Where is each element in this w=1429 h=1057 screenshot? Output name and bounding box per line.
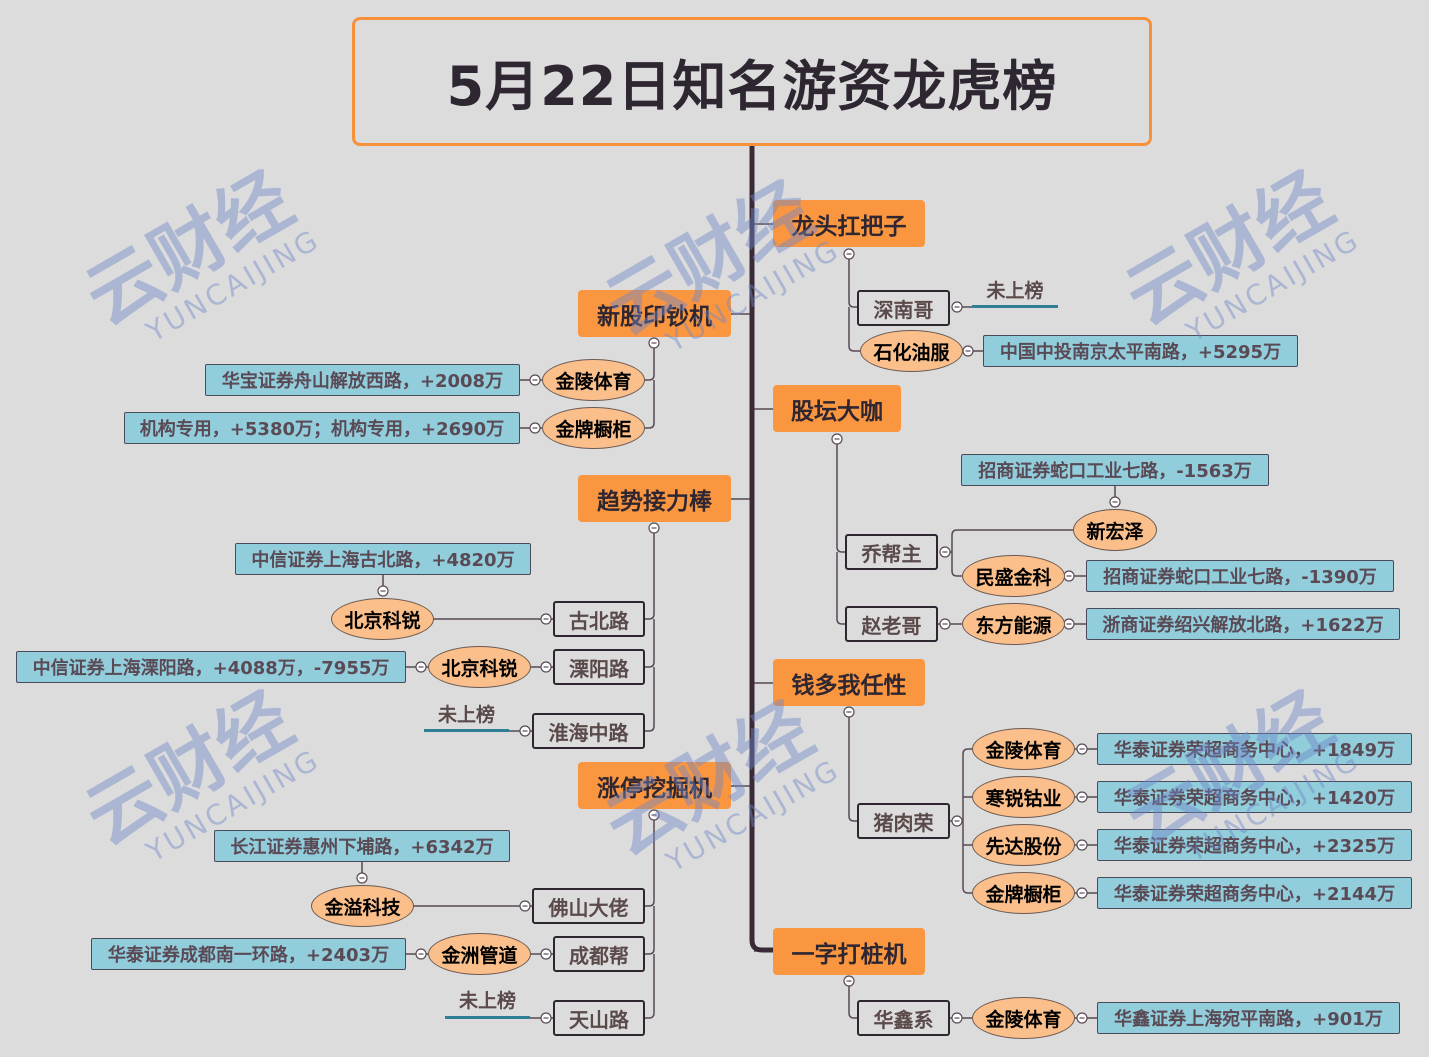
stock-node[interactable]: 金溢科技 [311,885,414,927]
stock-node[interactable]: 新宏泽 [1073,509,1157,551]
stock-node[interactable]: 金陵体育 [972,997,1075,1039]
trader-node[interactable]: 赵老哥 [845,606,938,642]
stock-node[interactable]: 金陵体育 [972,728,1075,770]
stock-node[interactable]: 金洲管道 [428,933,531,975]
seat-node[interactable]: 华泰证券成都南一环路，+2403万 [91,938,406,970]
stock-node[interactable]: 民盛金科 [962,555,1065,597]
stock-node[interactable]: 东方能源 [962,603,1065,645]
seat-node[interactable]: 华泰证券荣超商务中心，+2325万 [1097,829,1412,861]
stock-node[interactable]: 北京科锐 [428,646,531,688]
stock-node[interactable]: 北京科锐 [331,598,434,640]
category-node[interactable]: 一字打桩机 [773,928,925,975]
trader-node[interactable]: 天山路 [553,1000,645,1036]
category-node[interactable]: 趋势接力棒 [578,475,731,522]
stock-node[interactable]: 金陵体育 [542,359,645,401]
seat-node[interactable]: 招商证券蛇口工业七路，-1563万 [961,454,1269,486]
seat-node[interactable]: 华鑫证券上海宛平南路，+901万 [1097,1002,1400,1034]
trader-node[interactable]: 淮海中路 [532,713,645,749]
seat-node[interactable]: 华泰证券荣超商务中心，+1420万 [1097,781,1412,813]
trader-node[interactable]: 佛山大佬 [532,888,645,924]
stock-node[interactable]: 金牌橱柜 [972,872,1075,914]
trader-node[interactable]: 古北路 [553,601,645,637]
seat-node[interactable]: 中信证券上海溧阳路，+4088万，-7955万 [16,651,406,683]
category-node[interactable]: 新股印钞机 [578,290,731,337]
seat-node[interactable]: 华泰证券荣超商务中心，+1849万 [1097,733,1412,765]
seat-node[interactable]: 中信证券上海古北路，+4820万 [235,543,531,575]
not-listed-underline [972,305,1058,308]
seat-node[interactable]: 招商证券蛇口工业七路，-1390万 [1086,560,1394,592]
stock-node[interactable]: 先达股份 [972,824,1075,866]
trader-node[interactable]: 溧阳路 [553,649,645,685]
not-listed-label: 未上榜 [437,703,495,726]
category-node[interactable]: 涨停挖掘机 [578,762,731,809]
seat-node[interactable]: 浙商证券绍兴解放北路，+1622万 [1086,608,1400,640]
seat-node[interactable]: 机构专用，+5380万；机构专用，+2690万 [124,412,520,444]
trader-node[interactable]: 猪肉荣 [857,803,950,839]
stock-node[interactable]: 石化油服 [860,330,963,372]
seat-node[interactable]: 华宝证券舟山解放西路，+2008万 [205,364,520,396]
not-listed-underline [445,1016,530,1019]
category-node[interactable]: 龙头扛把子 [773,200,925,247]
not-listed-underline [424,729,509,732]
trader-node[interactable]: 华鑫系 [857,1000,950,1036]
trader-node[interactable]: 深南哥 [857,290,950,326]
seat-node[interactable]: 中国中投南京太平南路，+5295万 [983,335,1298,367]
page-title: 5月22日知名游资龙虎榜 [352,17,1152,146]
not-listed-label: 未上榜 [986,279,1044,302]
seat-node[interactable]: 华泰证券荣超商务中心，+2144万 [1097,877,1412,909]
stock-node[interactable]: 寒锐钴业 [972,776,1075,818]
category-node[interactable]: 钱多我任性 [773,659,925,706]
trader-node[interactable]: 乔帮主 [845,534,938,570]
category-node[interactable]: 股坛大咖 [773,385,901,432]
seat-node[interactable]: 长江证券惠州下埔路，+6342万 [214,830,510,862]
not-listed-label: 未上榜 [458,989,516,1012]
trader-node[interactable]: 成都帮 [553,936,645,972]
stock-node[interactable]: 金牌橱柜 [542,407,645,449]
